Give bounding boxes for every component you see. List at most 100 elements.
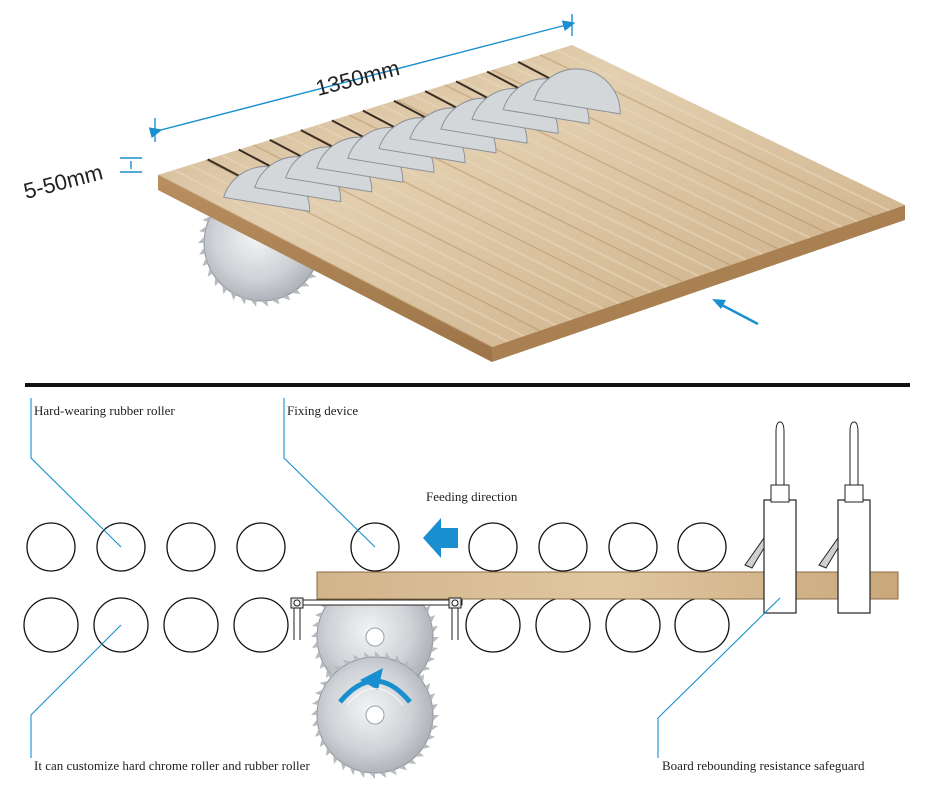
roller	[236, 522, 286, 572]
blade-tooth	[319, 738, 325, 747]
blade-tooth	[240, 296, 247, 305]
blade-tooth	[398, 765, 407, 771]
blade-tooth	[333, 755, 338, 765]
blade-tooth	[199, 247, 205, 255]
blade-tooth	[394, 654, 401, 663]
blade-tooth	[230, 291, 237, 301]
blade-tooth	[319, 660, 325, 669]
blade-tooth	[432, 715, 439, 722]
leader-safeguard	[657, 597, 781, 758]
blade-tooth	[353, 654, 361, 661]
section-divider	[25, 383, 910, 387]
roller	[163, 597, 219, 653]
roller	[535, 597, 591, 653]
lower-saw-blade	[311, 651, 439, 779]
blade-tooth	[407, 759, 417, 765]
blade-tooth	[427, 656, 436, 663]
blade-tooth	[385, 651, 391, 660]
blade-tooth	[202, 216, 211, 223]
blade-tooth	[325, 747, 331, 757]
blade-tooth	[421, 744, 431, 750]
grain-line	[157, 174, 493, 348]
board-right-edge	[492, 205, 905, 362]
callout-feeding-direction: Feeding direction	[426, 489, 518, 504]
blade-tooth	[429, 615, 436, 623]
leader-custom-roller	[30, 624, 122, 758]
bottom-rollers	[23, 597, 730, 653]
curved-arrow-icon	[338, 668, 412, 706]
blade-tooth	[432, 703, 439, 711]
blade-tooth	[291, 289, 301, 295]
blade-tooth	[207, 267, 213, 277]
left-arrow-icon	[423, 518, 458, 558]
blade-tooth	[430, 647, 439, 653]
blade-tooth	[359, 770, 365, 779]
blade-tooth	[199, 226, 207, 233]
blade-tooth	[307, 273, 317, 279]
leader-rubber-roller	[30, 398, 122, 548]
blade-tooth	[311, 708, 318, 715]
blade-tooth	[202, 257, 208, 267]
blade-tooth	[214, 277, 220, 287]
roller	[468, 522, 518, 572]
roller	[23, 597, 79, 653]
blade-tooth	[198, 236, 205, 243]
blade-tooth	[311, 621, 320, 627]
board-plank	[316, 571, 899, 600]
roller	[26, 522, 76, 572]
blade-tooth	[222, 285, 228, 295]
grain-line	[555, 49, 890, 212]
roller	[674, 597, 730, 653]
roller	[166, 522, 216, 572]
blade-tooth	[421, 666, 431, 672]
thickness-label: 5-50mm	[21, 159, 105, 203]
blade-tooth	[429, 693, 436, 701]
arrow-icon	[712, 299, 759, 326]
blade-tooth	[314, 611, 323, 618]
blade-tooth	[368, 772, 375, 779]
callout-custom-roller: It can customize hard chrome roller and …	[34, 758, 310, 773]
blade-tooth	[425, 605, 431, 614]
board-front-edge	[158, 175, 492, 362]
blade-tooth	[311, 719, 318, 727]
blade-tooth	[314, 689, 323, 696]
blade-tooth	[415, 752, 425, 757]
callout-safeguard: Board rebounding resistance safeguard	[662, 758, 865, 773]
blade-tooth	[311, 699, 320, 705]
roller	[233, 597, 289, 653]
blade-tooth	[379, 772, 387, 779]
blade-tooth	[427, 734, 436, 741]
left-clamp	[290, 597, 304, 640]
blade-tooth	[314, 729, 321, 737]
blade-tooth	[311, 630, 318, 637]
blade-tooth	[363, 651, 371, 658]
roller	[538, 522, 588, 572]
blade-tooth	[319, 680, 329, 686]
blade-tooth	[311, 641, 318, 649]
roller	[677, 522, 727, 572]
side-view: Hard-wearing rubber roller Fixing device…	[23, 398, 899, 779]
blade-tooth	[389, 769, 397, 776]
blade-tooth	[271, 298, 280, 305]
leader-fixing-device	[283, 398, 376, 548]
fixing-device	[290, 597, 463, 640]
thickness-dimension: 5-50mm	[21, 157, 142, 204]
blade-tooth	[250, 299, 257, 307]
blade-tooth	[314, 651, 321, 659]
top-rollers	[26, 522, 727, 572]
blade-tooth	[325, 673, 335, 678]
callout-rubber-roller: Hard-wearing rubber roller	[34, 403, 175, 418]
roller	[608, 522, 658, 572]
blade-tooth	[300, 282, 310, 287]
safeguard-left	[744, 421, 797, 614]
blade-tooth	[432, 637, 439, 644]
blade-tooth	[260, 300, 268, 307]
blade-tooth	[430, 725, 439, 731]
length-label: 1350mm	[313, 55, 402, 101]
blade-tooth	[281, 294, 291, 301]
blade-tooth	[343, 659, 352, 665]
blade-tooth	[375, 651, 382, 658]
blade-tooth	[412, 665, 417, 675]
blade-tooth	[432, 625, 439, 633]
